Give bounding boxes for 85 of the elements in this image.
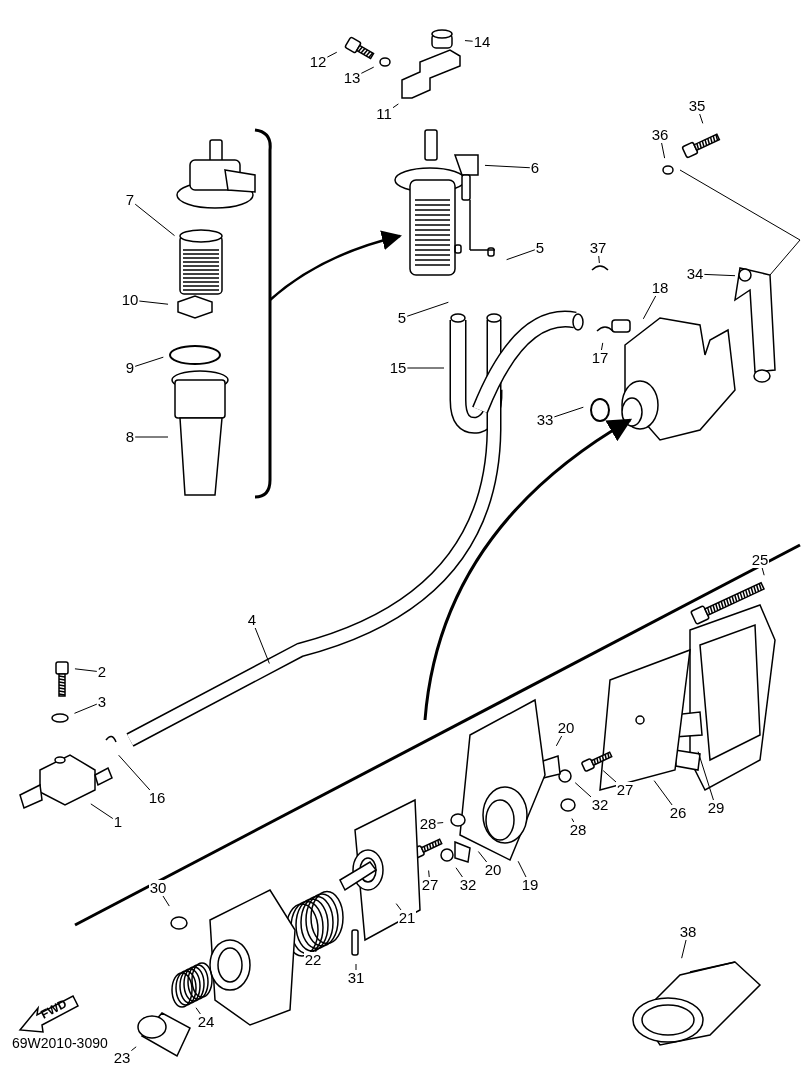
- leader-line: [90, 803, 114, 820]
- callout-number: 4: [246, 612, 258, 628]
- callout-number: 19: [520, 877, 540, 893]
- drawing-number: 69W2010-3090: [12, 1035, 108, 1051]
- leader-line: [134, 356, 164, 367]
- callout-number: 10: [120, 292, 140, 308]
- leader-line: [326, 51, 338, 58]
- leader-line: [761, 567, 765, 576]
- leader-line: [195, 1007, 201, 1015]
- leader-line: [360, 66, 375, 74]
- callout-number: 1: [112, 814, 124, 830]
- leader-line: [574, 782, 592, 798]
- leader-line: [571, 818, 575, 823]
- leader-line: [315, 948, 318, 953]
- callout-number: 16: [147, 790, 167, 806]
- leader-line: [134, 203, 176, 237]
- callout-number: 13: [342, 70, 362, 86]
- leader-line: [653, 780, 673, 806]
- leader-line: [130, 1046, 137, 1052]
- callout-number: 30: [148, 880, 168, 896]
- callout-number: 28: [568, 822, 588, 838]
- leader-line: [395, 903, 402, 911]
- leader-line: [555, 735, 563, 747]
- callout-number: 32: [590, 797, 610, 813]
- leader-line: [134, 436, 169, 438]
- leader-line: [506, 249, 536, 261]
- leader-line: [642, 295, 657, 320]
- callout-number: 11: [375, 106, 393, 122]
- callout-number: 27: [420, 877, 440, 893]
- callout-number: 3: [96, 694, 108, 710]
- callout-number: 14: [472, 34, 492, 50]
- leader-line: [464, 40, 474, 42]
- leader-line: [118, 754, 151, 791]
- callout-number: 37: [588, 240, 608, 256]
- callout-number: 26: [668, 805, 688, 821]
- callout-number: 22: [303, 952, 323, 968]
- callout-number: 15: [388, 360, 408, 376]
- callout-number: 25: [750, 552, 770, 568]
- callout-number: 20: [483, 862, 503, 878]
- callout-number: 28: [418, 816, 438, 832]
- callout-number: 23: [112, 1050, 132, 1066]
- callout-number: 35: [687, 98, 707, 114]
- callout-number: 24: [196, 1014, 216, 1030]
- callout-number: 5: [534, 240, 546, 256]
- leader-line: [406, 301, 449, 317]
- callout-number: 21: [397, 910, 417, 926]
- leader-line: [602, 770, 617, 783]
- leader-line: [661, 142, 666, 159]
- callout-number: 7: [124, 192, 136, 208]
- callout-number: 33: [535, 412, 555, 428]
- leader-line: [477, 851, 488, 863]
- leader-line: [436, 822, 444, 824]
- leader-line: [74, 668, 98, 672]
- callout-number: 18: [650, 280, 670, 296]
- leader-line: [703, 273, 736, 277]
- leader-line: [428, 870, 430, 878]
- leader-line: [681, 939, 687, 959]
- callout-number: 5: [396, 310, 408, 326]
- callout-number: 8: [124, 429, 136, 445]
- callout-number: 32: [458, 877, 478, 893]
- callout-number: 36: [650, 127, 670, 143]
- leader-line: [254, 627, 270, 664]
- leader-line: [355, 963, 357, 971]
- callout-number: 20: [556, 720, 576, 736]
- leader-line: [455, 867, 463, 878]
- callout-number: 12: [308, 54, 328, 70]
- leader-line: [138, 300, 169, 305]
- callout-number: 6: [529, 160, 541, 176]
- leader-line: [598, 255, 600, 264]
- leader-line: [406, 367, 445, 369]
- leader-line: [484, 164, 531, 169]
- leader-line: [73, 703, 98, 714]
- callout-number: 27: [615, 782, 635, 798]
- callout-number: 2: [96, 664, 108, 680]
- leader-line: [392, 103, 399, 109]
- callout-number: 34: [685, 266, 705, 282]
- leader-line: [600, 342, 604, 351]
- callout-number: 29: [706, 800, 726, 816]
- callout-number: 38: [678, 924, 698, 940]
- leader-line: [553, 406, 584, 418]
- leader-line: [699, 113, 704, 124]
- callout-number: 9: [124, 360, 136, 376]
- callout-number: 17: [590, 350, 610, 366]
- callout-number: 31: [346, 970, 366, 986]
- leader-line: [162, 895, 170, 907]
